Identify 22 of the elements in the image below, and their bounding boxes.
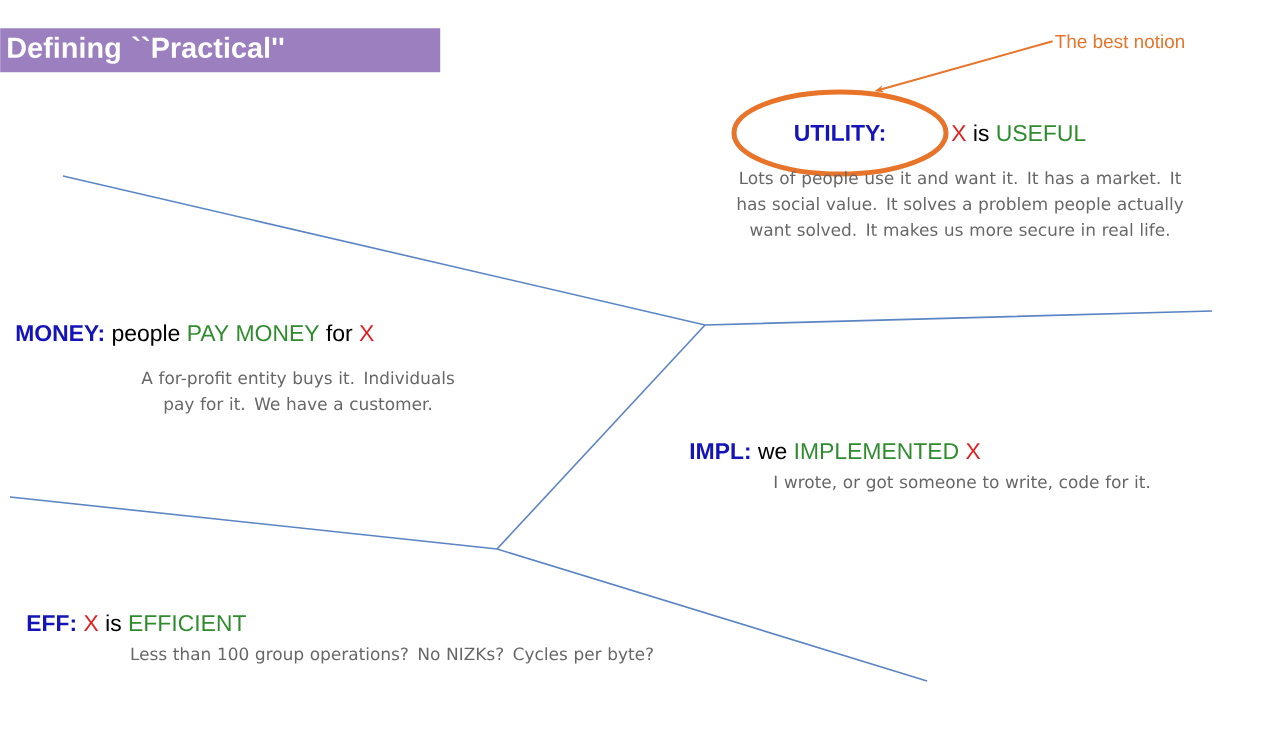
node-label: X — [359, 325, 374, 341]
heading: IMPL: we IMPLEMENTED X — [690, 443, 981, 460]
node-label: we — [757, 446, 787, 460]
node-label: X — [84, 615, 99, 631]
node-label: X — [965, 443, 981, 459]
node-label: EFFICIENT — [129, 614, 246, 632]
node-label: IMPLEMENTED — [795, 443, 959, 459]
node-label: for — [326, 324, 353, 342]
node-label: EFF: — [27, 615, 75, 631]
note-label: The best notion — [1055, 34, 1184, 49]
heading: EFF: X is EFFICIENT — [27, 614, 246, 632]
node-label: people — [113, 324, 180, 346]
title-banner: Defining ``Practical'' — [0, 28, 441, 73]
description: Less than 100 group operations? No NIZKs? Cycles per byte? — [131, 647, 653, 664]
node-label: MONEY: — [16, 325, 103, 342]
node-label: PAY MONEY — [188, 325, 320, 342]
heading: X is USEFUL — [951, 124, 1086, 142]
node-label: IMPL: — [690, 443, 750, 459]
description: I wrote, or got someone to write, code for it. — [774, 475, 1149, 492]
heading: MONEY: people PAY MONEY for X — [16, 324, 374, 346]
node-label: is — [106, 614, 121, 632]
description: A for-profit entity buys it. Individuals pay for it. We have a customer. — [141, 371, 454, 414]
